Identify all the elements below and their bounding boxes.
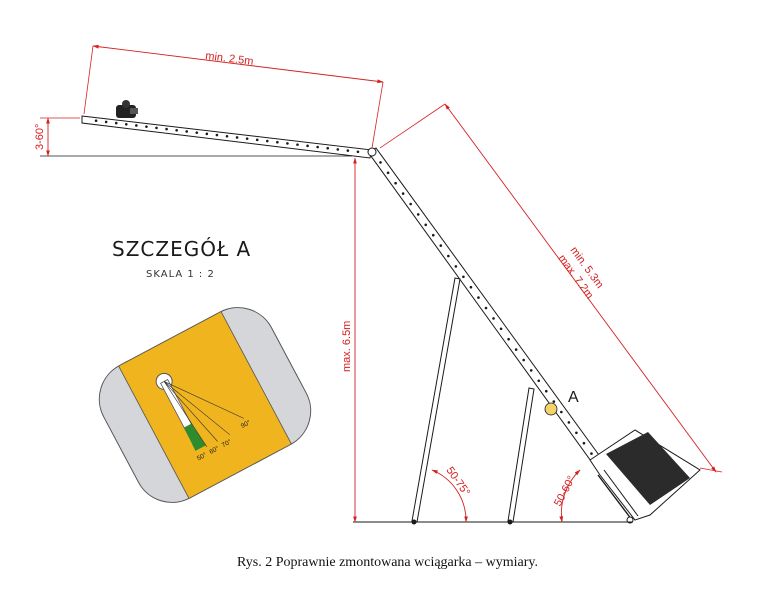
rivet-hole <box>567 421 571 424</box>
rivet-hole <box>469 285 473 289</box>
rivet-hole <box>326 146 330 150</box>
rivet-hole <box>447 254 450 258</box>
height-label: max. 6.5m <box>341 321 353 372</box>
rivet-hole <box>477 296 480 299</box>
rivet-hole <box>165 127 168 131</box>
rivet-hole <box>215 133 219 137</box>
rivet-hole <box>286 142 289 145</box>
rivet-hole <box>175 128 178 132</box>
rivet-hole <box>245 137 249 140</box>
rivet-hole <box>316 145 319 149</box>
rivet-hole <box>185 130 189 133</box>
detail-plate <box>118 311 292 499</box>
rivet-hole <box>114 121 118 125</box>
top-pivot <box>367 147 377 157</box>
rivet-hole <box>225 134 229 138</box>
rivet-hole <box>492 317 495 320</box>
rivet-hole <box>507 337 510 341</box>
figure-caption: Rys. 2 Poprawnie zmontowana wciągarka – … <box>236 555 538 570</box>
rivet-hole <box>346 149 350 152</box>
front-strut <box>411 277 461 525</box>
strut-angle-label: 50-75° <box>444 465 472 499</box>
rear-strut <box>507 387 535 525</box>
rivet-hole <box>560 410 563 414</box>
detail-a-drawing: 50° 60° 70° 90° <box>98 307 312 503</box>
rivet-hole <box>386 171 390 175</box>
base-frame <box>589 429 701 524</box>
rivet-hole <box>145 125 148 128</box>
rivet-hole <box>454 265 458 268</box>
detail-a-marker <box>544 402 558 416</box>
strut-angle-dimension: 50-75° <box>431 465 472 523</box>
diagonal-beam <box>367 147 605 469</box>
rivet-hole <box>104 120 108 124</box>
foot-angle-label: 50-60° <box>552 474 578 508</box>
rivet-hole <box>582 441 586 445</box>
rivet-hole <box>394 181 397 185</box>
detail-angle-60: 60° <box>208 444 221 456</box>
rivet-hole <box>401 192 405 195</box>
height-dimension: max. 6.5m <box>341 157 357 523</box>
rivet-hole <box>356 150 360 154</box>
rivet-hole <box>94 119 98 122</box>
rivet-hole <box>537 379 541 383</box>
foot-angle-dimension: 50-60° <box>552 469 581 523</box>
top-length-label: min. 2.5m <box>205 50 254 68</box>
detail-angle-90: 90° <box>239 418 252 430</box>
rivet-hole <box>306 144 309 148</box>
detail-title: SZCZEGÓŁ A <box>112 237 251 261</box>
tilt-angle-dimension: 3-60° <box>34 117 352 157</box>
rivet-hole <box>575 431 578 435</box>
rivet-hole <box>499 327 503 331</box>
rivet-hole <box>514 348 518 351</box>
detail-pointer <box>184 423 207 451</box>
rivet-hole <box>484 306 488 310</box>
rivet-hole <box>590 452 593 455</box>
detail-a-label: A <box>568 389 579 406</box>
top-beam <box>81 115 373 159</box>
winch-motor-icon <box>116 100 138 118</box>
rivet-hole <box>522 358 525 362</box>
rivet-hole <box>431 233 435 237</box>
rivet-hole <box>124 122 128 126</box>
rivet-hole <box>255 138 259 142</box>
top-length-dimension: min. 2.5m <box>83 44 384 149</box>
rivet-hole <box>439 244 443 247</box>
rivet-hole <box>424 223 428 227</box>
rivet-hole <box>462 275 465 279</box>
rivet-hole <box>265 139 269 143</box>
rivet-hole <box>276 140 279 144</box>
rivet-hole <box>135 124 138 127</box>
rivet-hole <box>205 132 209 136</box>
rivet-hole <box>544 389 548 393</box>
rivet-hole <box>155 126 158 130</box>
tilt-angle-label: 3-60° <box>34 124 46 150</box>
rivet-hole <box>296 143 299 146</box>
rivet-hole <box>416 213 420 216</box>
detail-angle-70: 70° <box>220 437 233 449</box>
rivet-hole <box>195 131 199 134</box>
detail-angle-50: 50° <box>196 451 209 463</box>
rivet-hole <box>235 136 239 139</box>
rivet-hole <box>552 400 556 403</box>
rivet-hole <box>409 202 412 206</box>
rivet-hole <box>529 369 533 372</box>
rivet-hole <box>379 161 382 164</box>
detail-scale: SKALA 1 : 2 <box>146 269 215 280</box>
rivet-hole <box>336 148 340 151</box>
